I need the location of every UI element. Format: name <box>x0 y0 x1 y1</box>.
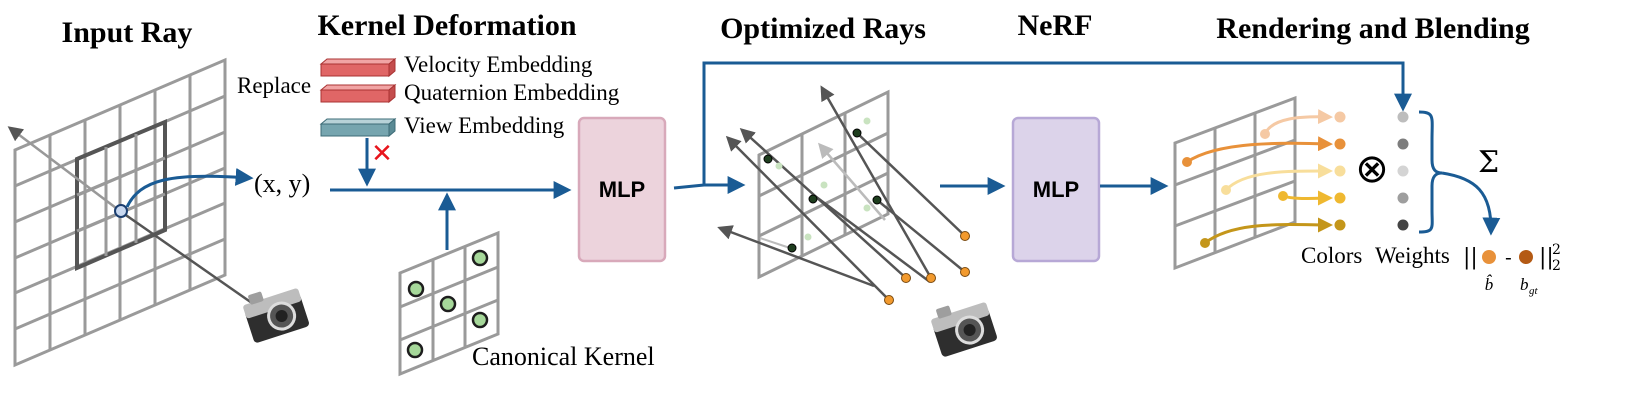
loss-term: || - || 2 2 b̂ b gt <box>1463 242 1561 297</box>
sigma-icon: Σ <box>1478 145 1499 180</box>
camera-icon <box>931 302 997 357</box>
pixel-to-coord-arrow <box>125 167 254 208</box>
title-kernel-deformation: Kernel Deformation <box>317 9 576 42</box>
optimized-ray-lines <box>717 85 966 301</box>
weights-skip-arrow <box>702 61 1412 185</box>
loss-minus: - <box>1505 245 1512 269</box>
color-samples <box>1334 111 1346 231</box>
mlp-block-2: MLP <box>1011 116 1101 263</box>
mlp-block-1: MLP <box>577 116 667 263</box>
weights-label: Weights <box>1375 243 1450 268</box>
weight-samples <box>1397 111 1409 231</box>
query-pixel <box>114 204 128 218</box>
norm-subscript: 2 <box>1552 258 1561 274</box>
rendering-panel: ⊗ Σ Colors Weights || - || 2 2 b̂ b gt <box>1173 95 1561 297</box>
color-flow-arrows <box>1182 109 1333 248</box>
mlp-2-label: MLP <box>1033 177 1079 202</box>
norm-open: || <box>1463 245 1478 270</box>
gt-color-swatch <box>1519 250 1533 264</box>
weighted-sum-brace <box>1418 110 1443 234</box>
b-gt-label: b <box>1520 275 1529 294</box>
replace-label: Replace <box>237 73 311 98</box>
sum-to-loss-arrow <box>1441 171 1501 236</box>
velocity-embedding-block <box>319 57 397 78</box>
title-rendering-blending: Rendering and Blending <box>1216 12 1529 45</box>
input-ray-panel: (x, y) <box>7 57 310 368</box>
quaternion-embedding-label: Quaternion Embedding <box>404 80 620 105</box>
b-gt-subscript: gt <box>1529 285 1539 297</box>
canonical-kernel-label: Canonical Kernel <box>472 342 655 371</box>
title-nerf: NeRF <box>1018 9 1093 42</box>
norm-exponent: 2 <box>1552 242 1561 258</box>
view-embedding-block <box>319 117 397 138</box>
norm-close: || <box>1539 245 1554 270</box>
canonical-kernel-grid <box>398 230 500 377</box>
optimized-ray-samples <box>763 117 970 305</box>
quaternion-embedding-block <box>319 83 397 104</box>
otimes-icon: ⊗ <box>1355 146 1389 192</box>
velocity-embedding-label: Velocity Embedding <box>404 52 593 77</box>
kernel-deformation-panel: Replace Velocity Embedding Quaternion Em… <box>237 52 655 377</box>
colors-label: Colors <box>1301 243 1362 268</box>
input-ray <box>7 126 121 212</box>
mlp-to-rays-arrow <box>673 176 746 194</box>
b-hat-label: b̂ <box>1485 275 1494 294</box>
title-input-ray: Input Ray <box>62 16 193 49</box>
optimized-rays-panel <box>717 85 997 357</box>
input-ray-back <box>119 209 263 312</box>
camera-icon <box>243 288 309 343</box>
blurred-color-swatch <box>1482 250 1496 264</box>
title-optimized-rays: Optimized Rays <box>720 12 926 45</box>
coord-label: (x, y) <box>254 169 310 198</box>
view-embedding-label: View Embedding <box>404 113 565 138</box>
mlp-1-label: MLP <box>599 177 645 202</box>
cross-icon: ✕ <box>371 139 393 169</box>
